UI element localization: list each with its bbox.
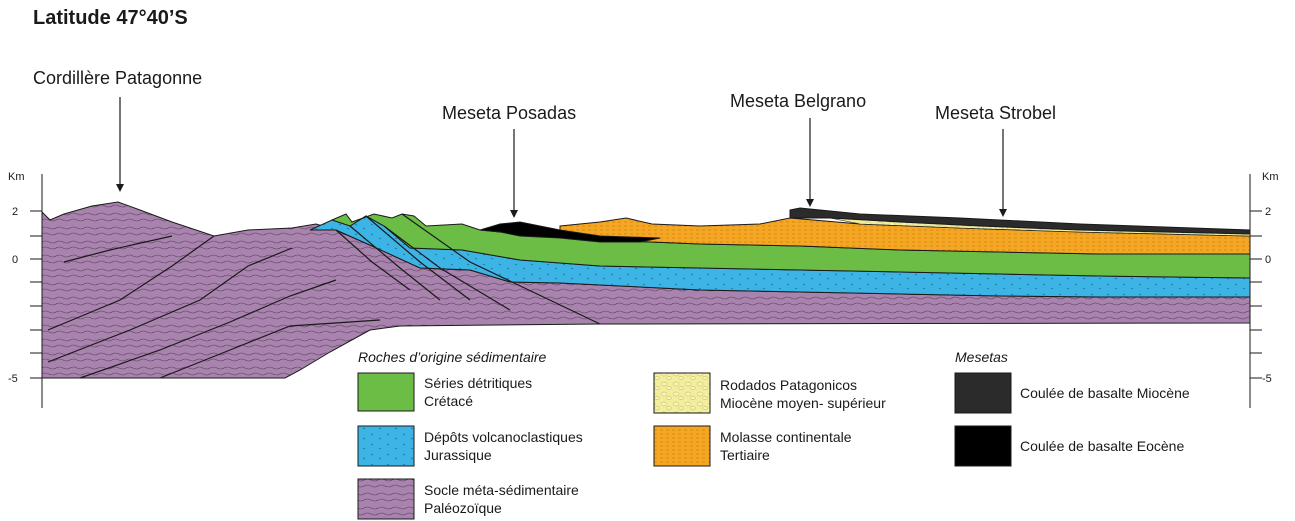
legend-item-basalte-miocene: Coulée de basalte Miocène: [954, 372, 1190, 414]
peak-strobel: Meseta Strobel: [935, 103, 1056, 217]
legend-label-2: Paléozoïque: [424, 500, 502, 516]
arrow-head-icon: [116, 184, 124, 192]
legend-swatch: [357, 425, 415, 467]
legend-swatch: [653, 425, 711, 467]
legend-item-basalte-eocene: Coulée de basalte Eocène: [954, 425, 1184, 467]
legend-swatch: [954, 372, 1012, 414]
legend-item-jurassique: Dépôts volcanoclastiques Jurassique: [357, 425, 583, 467]
peak-label-belgrano: Meseta Belgrano: [730, 91, 866, 111]
left-tick-minus5: -5: [8, 373, 18, 385]
peak-cordillere: Cordillère Patagonne: [33, 68, 202, 192]
legend-swatch: [357, 478, 415, 520]
peak-label-cordillere: Cordillère Patagonne: [33, 68, 202, 88]
legend-label-2: Jurassique: [424, 447, 492, 463]
legend-label-1: Molasse continentale: [720, 429, 852, 445]
legend-item-rodados: Rodados Patagonicos Miocène moyen- supér…: [653, 372, 886, 414]
right-tick-0: 0: [1265, 254, 1271, 266]
legend-label-1: Séries détritiques: [424, 375, 532, 391]
left-axis-unit: Km: [8, 171, 25, 183]
legend-swatch: [954, 425, 1012, 467]
legend-swatch: [357, 372, 415, 412]
legend-label-2: Miocène moyen- supérieur: [720, 395, 886, 411]
legend-group-sedimentary: Roches d’origine sédimentaire: [358, 349, 547, 365]
peak-belgrano: Meseta Belgrano: [730, 91, 866, 207]
legend-label-1: Dépôts volcanoclastiques: [424, 429, 583, 445]
legend-item-paleozoique: Socle méta-sédimentaire Paléozoïque: [357, 478, 579, 520]
peak-posadas: Meseta Posadas: [442, 103, 576, 218]
peak-label-posadas: Meseta Posadas: [442, 103, 576, 123]
section-body: [41, 201, 1251, 379]
thrust-faults: [47, 213, 601, 379]
legend-item-cretace: Séries détritiques Crétacé: [357, 372, 532, 412]
peak-label-strobel: Meseta Strobel: [935, 103, 1056, 123]
left-tick-2: 2: [12, 206, 18, 218]
right-axis-unit: Km: [1262, 171, 1279, 183]
legend-label-1: Coulée de basalte Miocène: [1020, 385, 1190, 401]
legend-label-2: Tertiaire: [720, 447, 770, 463]
right-tick-2: 2: [1265, 206, 1271, 218]
legend-group-mesetas: Mesetas: [955, 349, 1008, 365]
legend-item-molasse: Molasse continentale Tertiaire: [653, 425, 852, 467]
legend: Roches d’origine sédimentaire Mesetas Sé…: [357, 349, 1190, 520]
arrow-head-icon: [510, 210, 518, 218]
legend-label-2: Crétacé: [424, 393, 473, 409]
right-tick-minus5: -5: [1262, 373, 1272, 385]
legend-label-1: Coulée de basalte Eocène: [1020, 438, 1184, 454]
arrow-head-icon: [999, 209, 1007, 217]
layer-basalt-miocene: [789, 207, 1251, 235]
left-tick-0: 0: [12, 254, 18, 266]
right-axis: Km 2 0 -5: [1249, 171, 1279, 408]
left-axis: Km 2 0 -5: [8, 171, 43, 408]
layer-basalt-eocene: [479, 221, 661, 243]
legend-swatch: [653, 372, 711, 414]
legend-label-1: Rodados Patagonicos: [720, 377, 857, 393]
section-title: Latitude 47°40’S: [33, 7, 188, 29]
arrow-head-icon: [806, 199, 814, 207]
legend-label-1: Socle méta-sédimentaire: [424, 482, 579, 498]
